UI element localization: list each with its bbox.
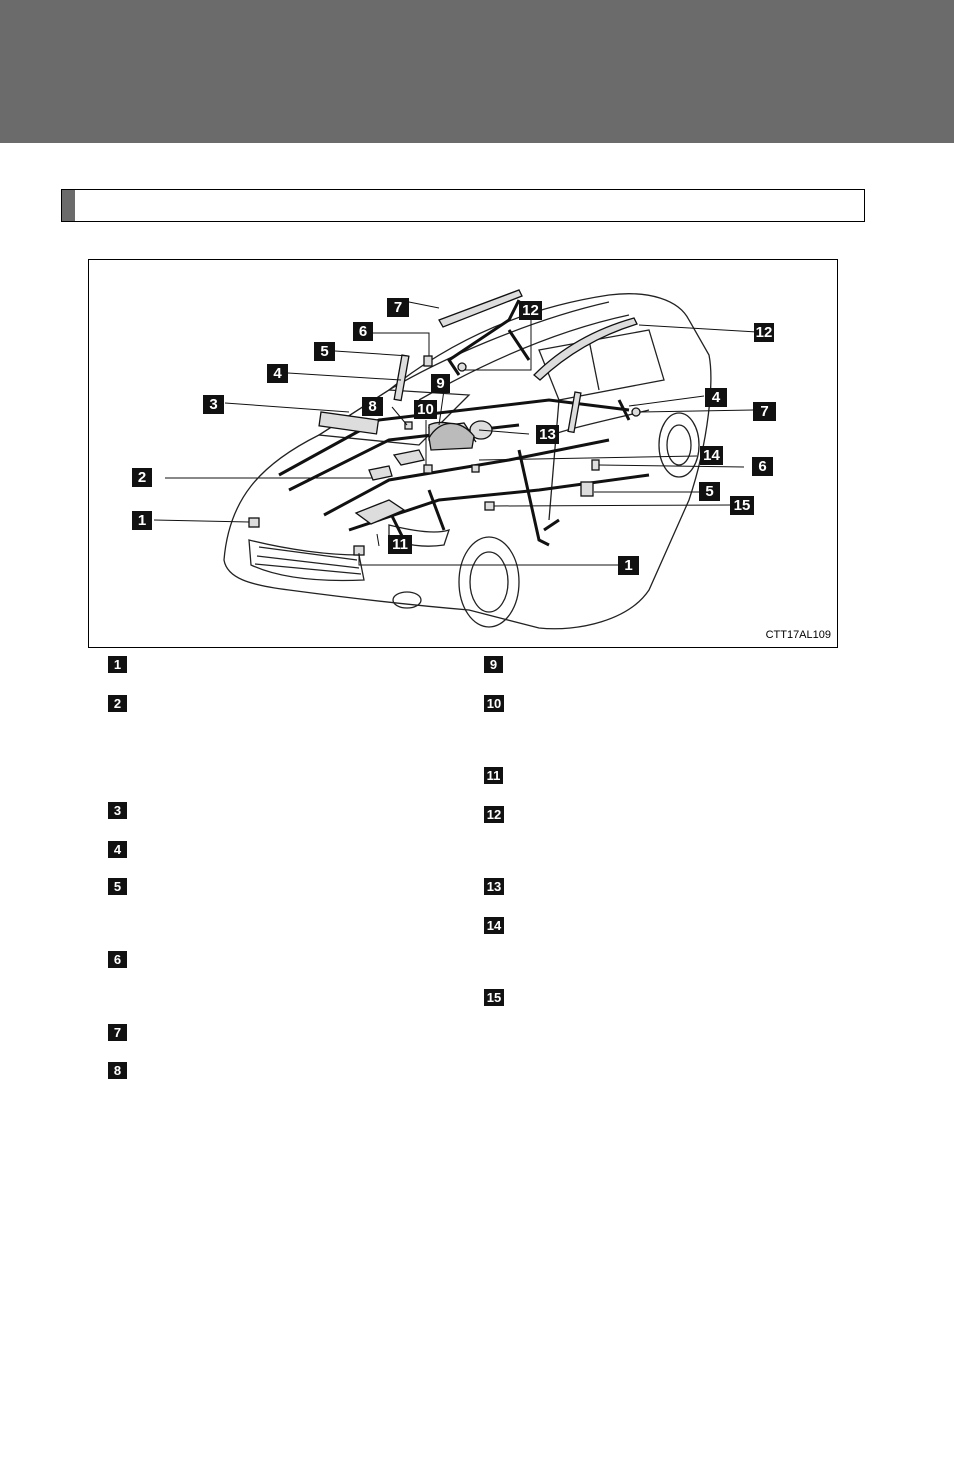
section-heading-accent [62, 190, 75, 221]
legend-badge-2: 2 [108, 695, 127, 712]
legend-badge-10: 10 [484, 695, 504, 712]
callout-11: 11 [388, 535, 412, 554]
legend-badge-15: 15 [484, 989, 504, 1006]
legend-badge-3: 3 [108, 802, 127, 819]
callout-15: 15 [730, 496, 754, 515]
legend-badge-6: 6 [108, 951, 127, 968]
legend-badge-1: 1 [108, 656, 127, 673]
callout-8: 8 [362, 397, 383, 416]
figure-code: CTT17AL109 [765, 629, 831, 641]
legend-badge-7: 7 [108, 1024, 127, 1041]
legend-badge-9: 9 [484, 656, 503, 673]
knee-airbag-shape [318, 411, 380, 435]
legend-badge-12: 12 [484, 806, 504, 823]
airbag-ecu [354, 499, 406, 525]
car-body-outline [223, 293, 712, 630]
callout-7-left: 7 [387, 298, 409, 317]
callout-12-top: 12 [519, 301, 542, 320]
callout-4-right: 4 [705, 388, 727, 407]
sensor-12-rear [631, 407, 641, 417]
callout-5-right: 5 [699, 482, 720, 501]
callout-12-right: 7 [753, 402, 776, 421]
sensor-6-rear [591, 459, 600, 471]
airbag-components [248, 289, 641, 556]
legend-badge-14: 14 [484, 917, 504, 934]
legend-badge-8: 8 [108, 1062, 127, 1079]
callout-5-left: 5 [314, 342, 335, 361]
callout-10: 10 [414, 400, 437, 419]
callout-4-left: 4 [267, 364, 288, 383]
callout-1-left: 1 [132, 511, 152, 530]
callout-13: 13 [536, 425, 559, 444]
legend-badge-13: 13 [484, 878, 504, 895]
curtain-airbag-right [533, 317, 638, 381]
front-sensor-2 [392, 449, 425, 466]
side-airbag-rear [567, 391, 582, 434]
impact-sensor-front-left [248, 517, 260, 528]
section-heading-bar [61, 189, 865, 222]
callout-3: 3 [203, 395, 224, 414]
callout-2: 2 [132, 468, 152, 487]
wire-harness [278, 299, 650, 551]
page-header-band [0, 0, 954, 143]
sensor-14 [471, 464, 480, 473]
callout-7-right: 12 [754, 323, 774, 342]
callout-1-right: 1 [618, 556, 639, 575]
legend-badge-4: 4 [108, 841, 127, 858]
legend-badge-11: 11 [484, 767, 503, 784]
sensor-top [423, 355, 433, 367]
sensor-mid [423, 464, 433, 474]
front-sensor-2b [368, 465, 393, 481]
legend-badge-5: 5 [108, 878, 127, 895]
callout-14: 14 [700, 446, 723, 465]
sensor-12-front [457, 362, 467, 372]
sensor-15 [484, 501, 495, 511]
callout-6-left: 6 [353, 322, 373, 341]
side-airbag-front [393, 354, 410, 402]
sensor-8 [404, 421, 413, 430]
curtain-airbag-left [438, 289, 523, 328]
airbag-location-figure: 7 12 6 12 5 4 9 4 3 8 10 7 13 14 6 2 5 1… [88, 259, 838, 648]
leader-lines [153, 299, 758, 566]
car-illustration [153, 289, 758, 630]
callout-9: 9 [431, 374, 450, 393]
callout-6-right: 6 [752, 457, 773, 476]
sensor-5-rear [580, 481, 594, 497]
